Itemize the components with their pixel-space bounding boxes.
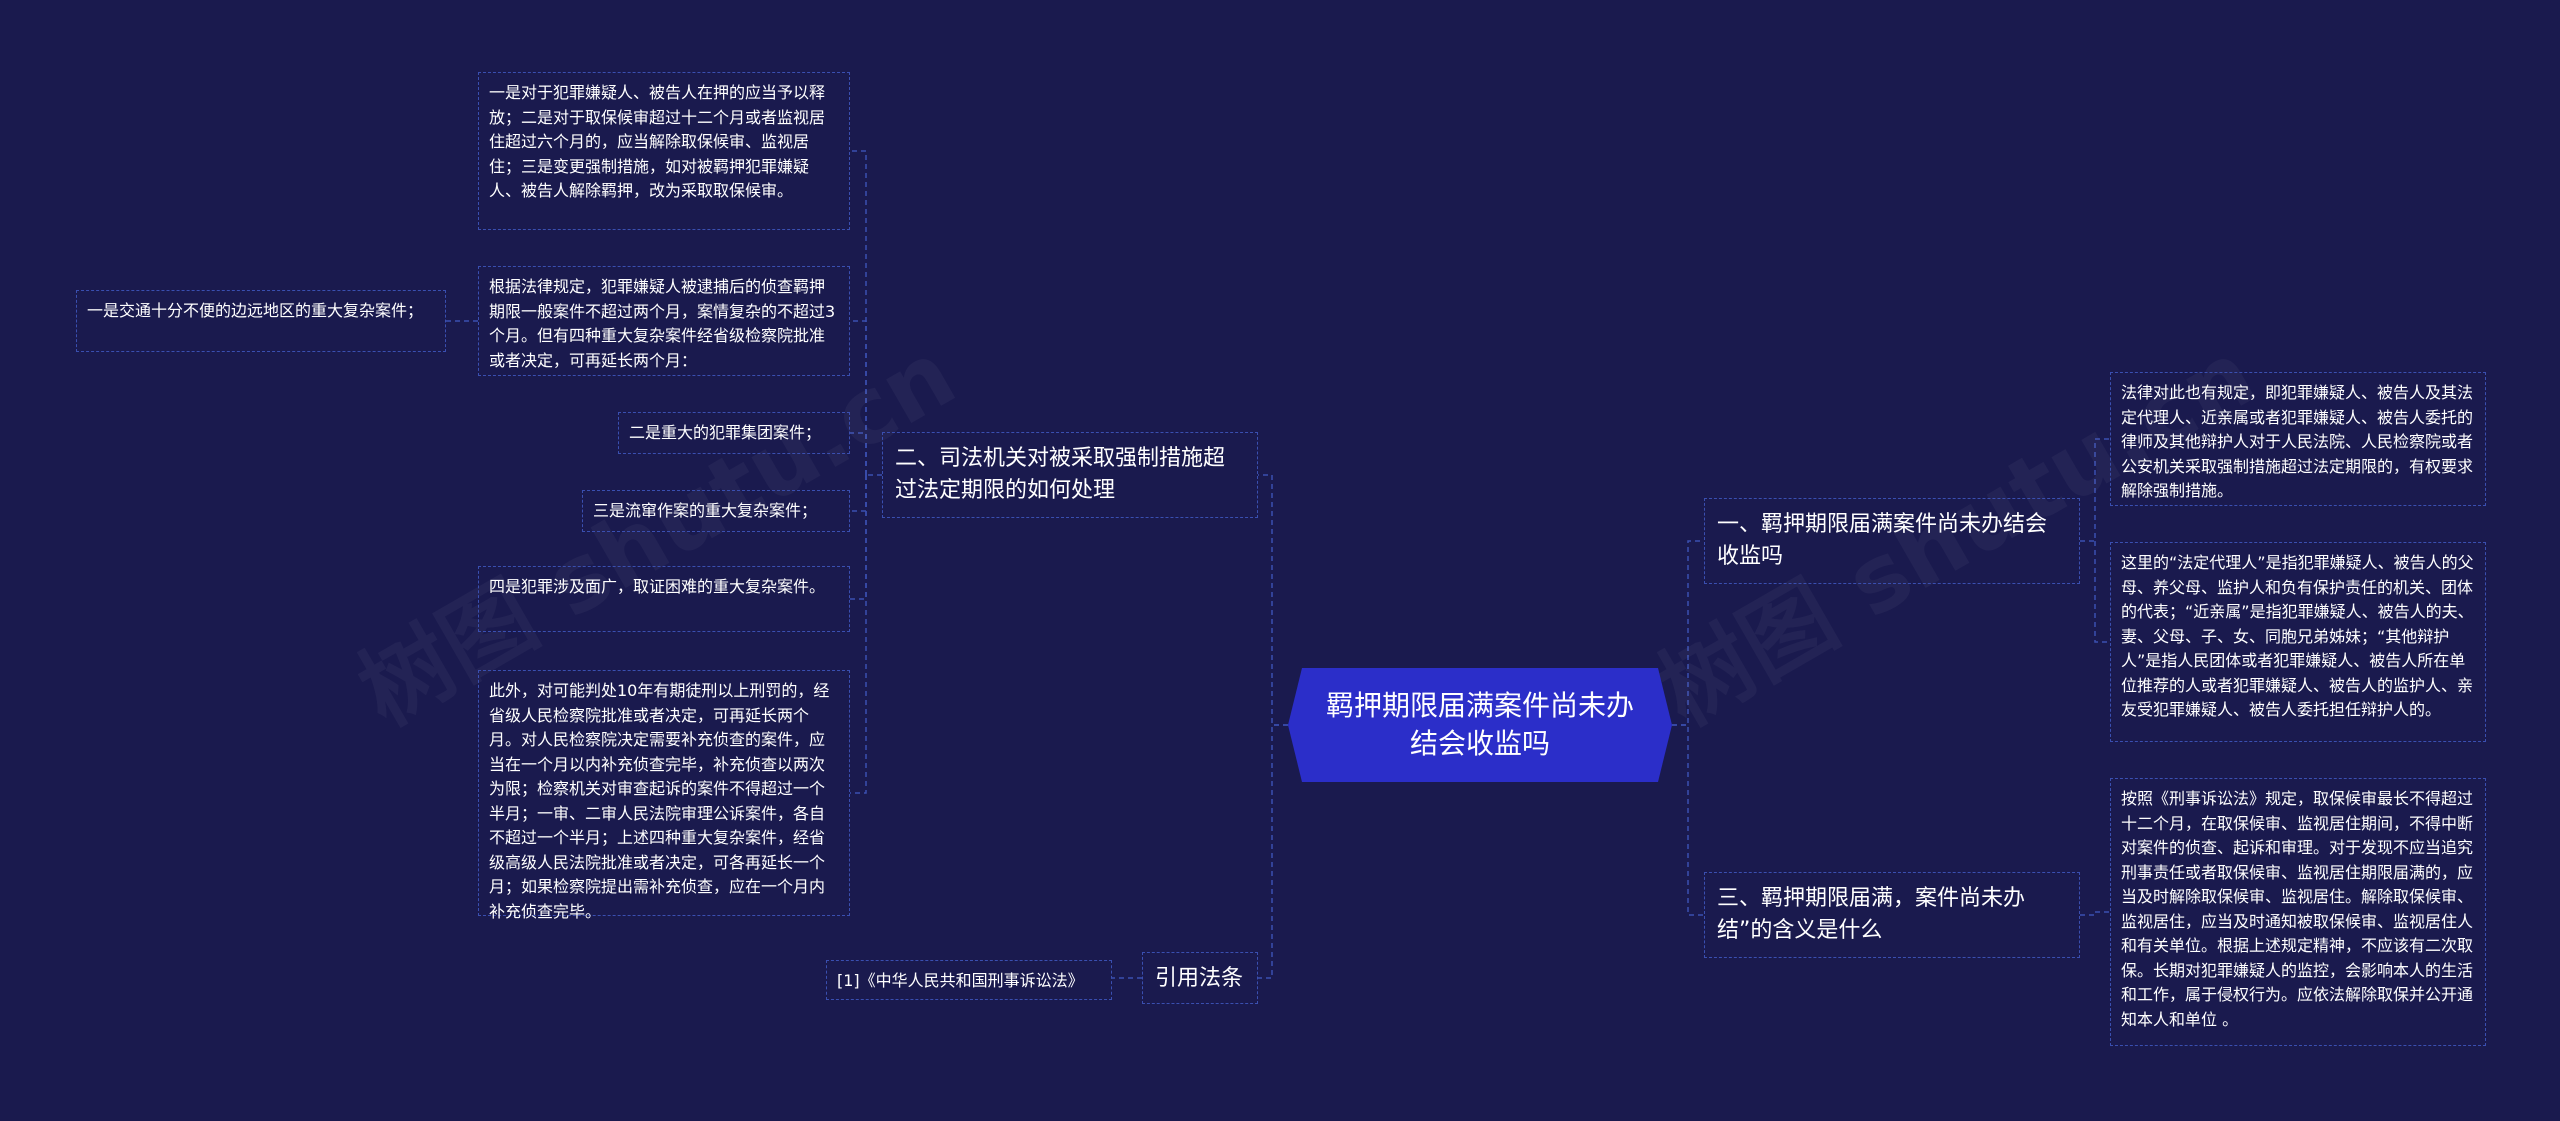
connector-line — [2080, 438, 2110, 542]
leaf-remote-area-case[interactable]: 一是交通十分不便的边远地区的重大复杂案件； — [76, 290, 446, 352]
root-topic[interactable]: 羁押期限届满案件尚未办结会收监吗 — [1288, 668, 1672, 782]
leaf-criminal-procedure-law[interactable]: [1]《中华人民共和国刑事诉讼法》 — [826, 960, 1112, 1000]
leaf-wide-scope-case[interactable]: 四是犯罪涉及面广，取证困难的重大复杂案件。 — [478, 566, 850, 632]
connector-line — [1672, 724, 1704, 916]
leaf-crime-group-case[interactable]: 二是重大的犯罪集团案件； — [618, 412, 850, 454]
connector-line — [850, 320, 867, 475]
leaf-bail-rules[interactable]: 按照《刑事诉讼法》规定，取保候审最长不得超过十二个月，在取保候审、监视居住期间，… — [2110, 778, 2486, 1046]
leaf-detention-period[interactable]: 根据法律规定，犯罪嫌疑人被逮捕后的侦查羁押期限一般案件不超过两个月，案情复杂的不… — [478, 266, 850, 376]
connector-line — [850, 150, 867, 475]
leaf-handling-measures[interactable]: 一是对于犯罪嫌疑人、被告人在押的应当予以释放；二是对于取保候审超过十二个月或者监… — [478, 72, 850, 230]
connector-line — [1672, 540, 1704, 726]
branch-judicial-handling[interactable]: 二、司法机关对被采取强制措施超过法定期限的如何处理 — [882, 432, 1258, 518]
connector-line — [1258, 474, 1288, 726]
connector-line — [1258, 724, 1288, 979]
connector-line — [850, 475, 867, 512]
connector-line — [850, 475, 867, 794]
connector-line — [2080, 911, 2110, 916]
connector-line — [850, 432, 867, 475]
branch-meaning[interactable]: 三、羁押期限届满，案件尚未办结”的含义是什么 — [1704, 872, 2080, 958]
leaf-term-definitions[interactable]: 这里的“法定代理人”是指犯罪嫌疑人、被告人的父母、养父母、监护人和负有保护责任的… — [2110, 542, 2486, 742]
connector-line — [850, 475, 867, 600]
leaf-right-to-request[interactable]: 法律对此也有规定，即犯罪嫌疑人、被告人及其法定代理人、近亲属或者犯罪嫌疑人、被告… — [2110, 372, 2486, 506]
branch-will-be-detained[interactable]: 一、羁押期限届满案件尚未办结会收监吗 — [1704, 498, 2080, 584]
branch-cited-law[interactable]: 引用法条 — [1142, 952, 1258, 1004]
leaf-extension-rules[interactable]: 此外，对可能判处10年有期徒刑以上刑罚的，经省级人民检察院批准或者决定，可再延长… — [478, 670, 850, 921]
leaf-roving-crime-case[interactable]: 三是流窜作案的重大复杂案件； — [582, 490, 850, 532]
connector-line — [2094, 541, 2110, 643]
